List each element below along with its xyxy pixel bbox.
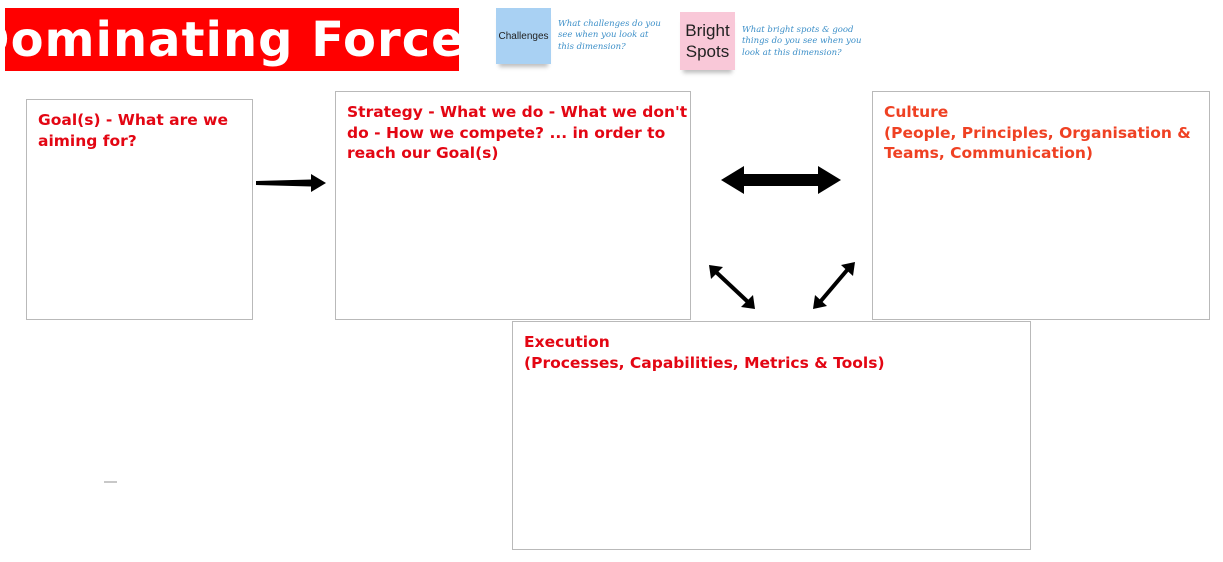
challenges-hint: What challenges do you see when you look…: [558, 19, 661, 53]
goals-to-strategy-arrow[interactable]: [256, 174, 326, 192]
bright-spots-sticky-label: Bright Spots: [685, 20, 729, 63]
bright-spots-sticky-note[interactable]: Bright Spots: [680, 12, 735, 70]
strategy-culture-double-arrow[interactable]: [721, 166, 841, 194]
bright-spots-label-line: Bright: [685, 20, 730, 40]
strategy-title-line: Strategy - What we do - What we don't: [347, 103, 688, 121]
bright-spots-label-line: Spots: [685, 42, 730, 61]
bright-spots-hint-line: What bright spots & good: [742, 25, 854, 35]
challenges-hint-line: What challenges do you: [558, 19, 661, 29]
challenges-hint-line: this dimension?: [558, 41, 626, 52]
culture-frame[interactable]: Culture (People, Principles, Organisatio…: [872, 91, 1210, 320]
goals-frame[interactable]: Goal(s) - What are we aiming for?: [26, 99, 253, 320]
culture-execution-double-arrow[interactable]: [813, 262, 855, 309]
bright-spots-hint: What bright spots & good things do you s…: [742, 25, 861, 59]
strategy-title-line: reach our Goal(s): [347, 144, 499, 163]
execution-title-line: Execution: [524, 333, 610, 351]
strategy-frame[interactable]: Strategy - What we do - What we don't do…: [335, 91, 691, 320]
goals-title-line: aiming for?: [38, 131, 137, 150]
bright-spots-hint-line: things do you see when you: [742, 36, 862, 47]
challenges-sticky-note[interactable]: Challenges: [496, 8, 551, 64]
strategy-title-line: do - How we compete? ... in order to: [347, 123, 666, 142]
page-title: Dominating Forces: [0, 8, 493, 71]
execution-frame[interactable]: Execution (Processes, Capabilities, Metr…: [512, 321, 1031, 550]
execution-title-line: (Processes, Capabilities, Metrics & Tool…: [524, 353, 885, 372]
challenges-sticky-label: Challenges: [498, 30, 549, 42]
execution-title: Execution (Processes, Capabilities, Metr…: [524, 332, 1020, 373]
goals-title-line: Goal(s) - What are we: [38, 111, 229, 129]
bright-spots-hint-line: look at this dimension?: [742, 47, 842, 58]
culture-title: Culture (People, Principles, Organisatio…: [884, 102, 1199, 164]
culture-title-line: Culture: [884, 103, 949, 121]
small-dash-mark: [104, 481, 117, 483]
culture-title-line: Teams, Communication): [884, 144, 1093, 163]
strategy-execution-double-arrow[interactable]: [709, 265, 755, 309]
strategy-title: Strategy - What we do - What we don't do…: [347, 102, 688, 164]
challenges-hint-line: see when you look at: [558, 30, 649, 41]
culture-title-line: (People, Principles, Organisation &: [884, 123, 1191, 142]
goals-title: Goal(s) - What are we aiming for?: [38, 110, 242, 151]
